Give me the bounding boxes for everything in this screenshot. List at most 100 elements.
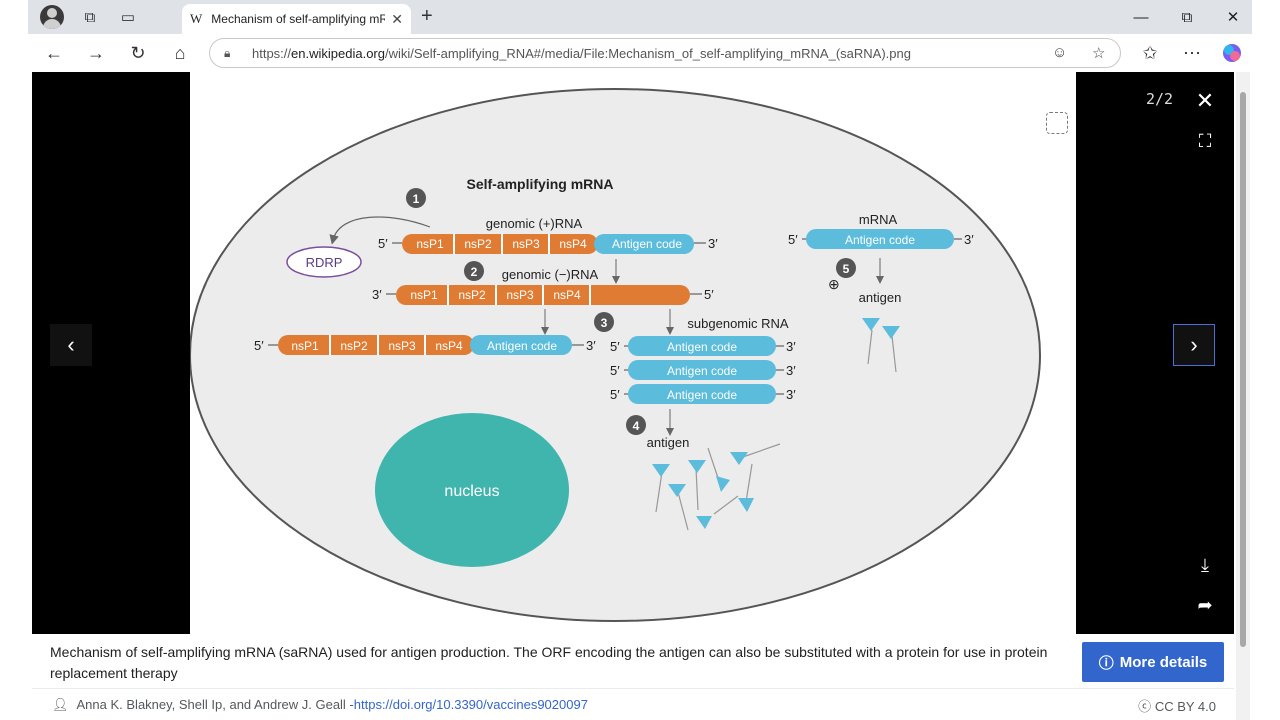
step-2: 2: [471, 265, 478, 279]
fullscreen-button[interactable]: ⛶: [1198, 130, 1212, 151]
close-window-button[interactable]: ✕: [1226, 9, 1240, 26]
newplus-nsp2: nsP2: [340, 339, 368, 353]
author-icon: 👤︎: [52, 696, 69, 712]
close-viewer-button[interactable]: ✕: [1195, 88, 1215, 113]
license-label: CC BY 4.0: [1154, 699, 1216, 714]
close-tab-icon[interactable]: ✕: [391, 10, 403, 27]
gplus-nsp3: nsP3: [512, 237, 540, 251]
gminus-nsp1: nsP1: [410, 288, 438, 302]
media-viewer: Self-amplifying mRNA 1 2 3 4 5 RDRP geno…: [32, 72, 1234, 634]
mrna-label: mRNA: [859, 212, 898, 227]
rdrp-ellipse: [286, 246, 362, 278]
nucleus-shape: [375, 413, 569, 567]
lock-icon: 🔒︎: [224, 45, 231, 60]
newplus-nsp1: nsP1: [291, 339, 319, 353]
home-button[interactable]: ⌂: [174, 42, 186, 63]
browser-tab-active[interactable]: W Mechanism of self-amplifying mR ✕: [182, 4, 411, 34]
antigen-label-4: antigen: [647, 435, 690, 450]
license-badge[interactable]: ⓒ CC BY 4.0: [1138, 696, 1216, 715]
scrollbar[interactable]: [1236, 72, 1250, 720]
rdrp-label: RDRP: [306, 255, 343, 270]
svg-text:5′: 5′: [610, 363, 620, 378]
zoom-cursor-icon: ⊕: [828, 276, 840, 292]
gminus-nsp2: nsP2: [458, 288, 486, 302]
next-image-button[interactable]: ›: [1173, 324, 1215, 366]
share-icon[interactable]: ➦: [1197, 594, 1213, 615]
url-path: /wiki/Self-amplifying_RNA#/media/File:Me…: [384, 45, 911, 61]
workspaces-icon[interactable]: ⧉: [84, 8, 96, 26]
gplus-nsp2: nsP2: [464, 237, 492, 251]
step-3: 3: [601, 316, 608, 330]
gminus-nsp3: nsP3: [506, 288, 534, 302]
info-icon: ⓘ: [1098, 654, 1114, 672]
antigen-pair: [862, 318, 900, 373]
mrna-5prime: 5′: [788, 232, 798, 247]
mrna-antigen-code: Antigen code: [845, 233, 915, 247]
forward-button[interactable]: →: [87, 42, 105, 63]
image-caption: Mechanism of self-amplifying mRNA (saRNA…: [50, 644, 1048, 681]
mrna-3prime: 3′: [964, 232, 974, 247]
address-bar[interactable]: 🔒︎ https://en.wikipedia.org/wiki/Self-am…: [209, 38, 1121, 68]
cc-icon: ⓒ: [1138, 699, 1152, 714]
profile-button[interactable]: [32, 0, 72, 34]
minimize-button[interactable]: —: [1133, 8, 1149, 26]
back-button[interactable]: ←: [45, 42, 63, 63]
gplus-5prime: 5′: [378, 236, 388, 251]
gminus-nsp4: nsP4: [553, 288, 581, 302]
gplus-nsp1: nsP1: [416, 237, 444, 251]
tab-actions-icon[interactable]: ▭: [120, 9, 136, 26]
scrollbar-thumb[interactable]: [1240, 92, 1246, 647]
gminus-3prime: 3′: [372, 287, 382, 302]
antigen-label-5: antigen: [859, 290, 902, 305]
credits-bar: 👤︎ Anna K. Blakney, Shell Ip, and Andrew…: [32, 688, 1234, 720]
download-icon[interactable]: ⤓: [1201, 554, 1209, 575]
image-counter: 2/2: [1146, 90, 1174, 108]
newplus-antigen-code: Antigen code: [487, 339, 557, 353]
step-markers: 1 2 3 4 5: [406, 188, 856, 435]
newplus-5prime: 5′: [254, 338, 264, 353]
step-1: 1: [413, 192, 420, 206]
navigation-bar: ← → ↻ ⌂ 🔒︎ https://en.wikipedia.org/wiki…: [28, 34, 1252, 72]
tab-title: Mechanism of self-amplifying mR: [211, 12, 386, 26]
more-options-icon[interactable]: ⋯: [1183, 42, 1201, 63]
svg-text:3′: 3′: [786, 339, 796, 354]
favorites-icon[interactable]: ✩: [1142, 42, 1158, 63]
gplus-nsp4: nsP4: [559, 237, 587, 251]
restore-button[interactable]: ⧉: [1181, 8, 1193, 26]
more-details-label: More details: [1119, 653, 1208, 671]
sarna-diagram: Self-amplifying mRNA 1 2 3 4 5 RDRP geno…: [190, 88, 1041, 622]
tab-strip: ⧉ ▭ W Mechanism of self-amplifying mR ✕ …: [28, 0, 1252, 34]
step-4: 4: [633, 419, 640, 433]
wikipedia-favicon-icon: W: [190, 11, 203, 26]
new-tab-button[interactable]: +: [421, 5, 433, 27]
gplus-3prime: 3′: [708, 236, 718, 251]
gminus-5prime: 5′: [704, 287, 714, 302]
read-aloud-icon[interactable]: ☺: [1052, 44, 1068, 61]
window-right-margin: [1252, 0, 1280, 720]
favorite-star-icon[interactable]: ☆: [1092, 45, 1106, 62]
newplus-nsp3: nsP3: [388, 339, 416, 353]
more-details-button[interactable]: ⓘ More details: [1082, 642, 1224, 682]
subgenomic-label: subgenomic RNA: [687, 316, 788, 331]
window-left-margin: [0, 0, 28, 720]
caption-bar: Mechanism of self-amplifying mRNA (saRNA…: [32, 634, 1234, 688]
genomic-minus-label: genomic (−)RNA: [502, 267, 599, 282]
svg-text:5′: 5′: [610, 339, 620, 354]
gplus-antigen-code: Antigen code: [612, 237, 682, 251]
url-prefix: https://: [252, 45, 292, 61]
svg-text:Antigen code: Antigen code: [667, 340, 737, 354]
avatar: [40, 5, 64, 29]
image-search-icon[interactable]: [1046, 112, 1068, 134]
previous-image-button[interactable]: ‹: [50, 324, 92, 366]
svg-text:3′: 3′: [786, 363, 796, 378]
svg-text:Antigen code: Antigen code: [667, 388, 737, 402]
credit-authors: Anna K. Blakney, Shell Ip, and Andrew J.…: [76, 697, 354, 712]
antigen-cluster: [652, 443, 781, 531]
copilot-icon[interactable]: [1218, 40, 1246, 66]
refresh-button[interactable]: ↻: [130, 42, 146, 63]
subgenomic-strands: 5′ Antigen code 3′ 5′ Antigen code 3′ 5′…: [610, 336, 796, 404]
newplus-nsp4: nsP4: [435, 339, 463, 353]
doi-link[interactable]: https://doi.org/10.3390/vaccines9020097: [353, 697, 588, 712]
step-5: 5: [843, 262, 850, 276]
svg-text:Antigen code: Antigen code: [667, 364, 737, 378]
